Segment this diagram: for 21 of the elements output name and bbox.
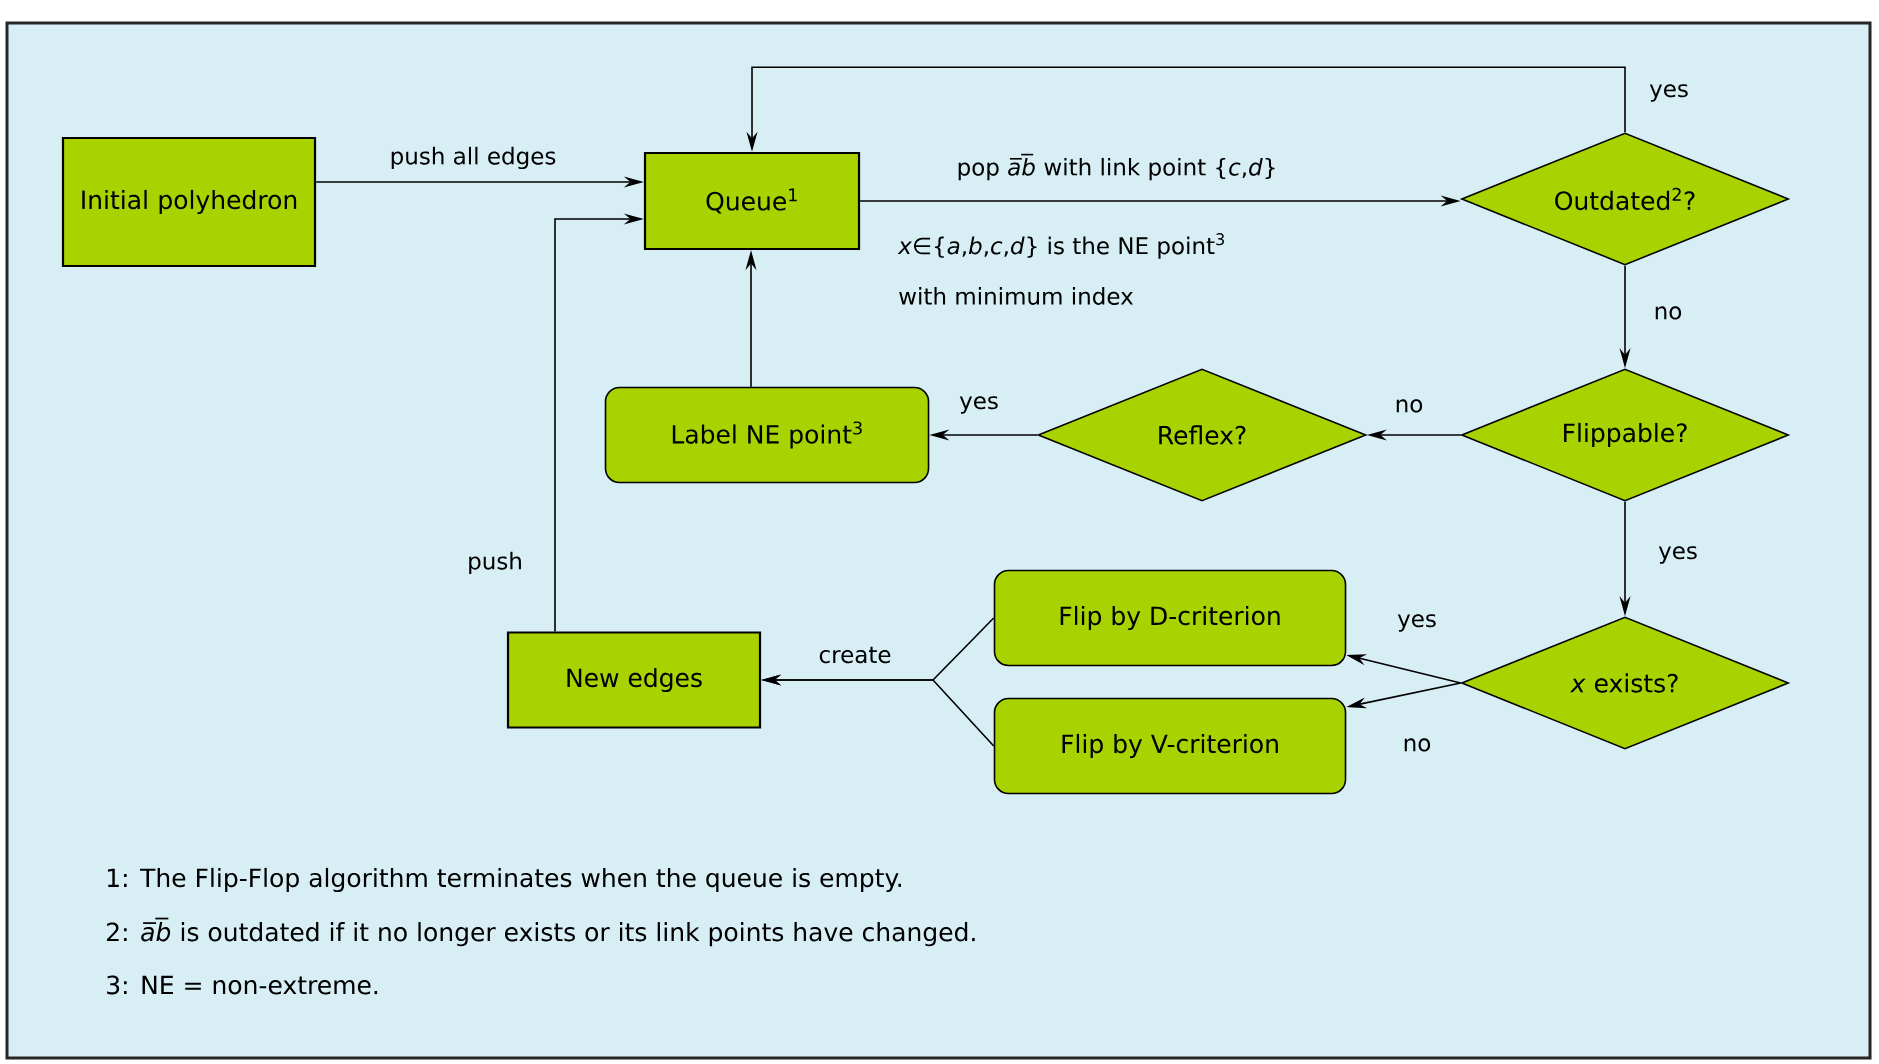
edge-label: yes <box>1656 544 1700 566</box>
rounded-process-box: Flip by V-criterion <box>993 697 1347 795</box>
rounded-process-box: Flip by D-criterion <box>993 569 1347 667</box>
edge-label: yes <box>957 394 1001 416</box>
edge-label: yes <box>1647 82 1691 104</box>
edge-label: push all edges <box>387 144 559 172</box>
annotation-text: x∈{a,b,c,d} is the NE point$^{3}$ <box>897 233 1224 259</box>
footnote: 2: a̅b̅ is outdated if it no longer exists or its link points have changed. <box>107 917 975 947</box>
footnote: 3: NE = non-extreme. <box>107 975 378 995</box>
edge-label: no <box>1400 736 1434 754</box>
process-box: Queue$^{1}$ <box>643 151 861 251</box>
rounded-process-box: Label NE point$^{3}$ <box>604 386 930 484</box>
edge-label: no <box>1392 397 1426 415</box>
process-box: Initial polyhedron <box>61 136 317 268</box>
process-box: New edges <box>506 631 762 729</box>
edge-label: no <box>1651 304 1685 322</box>
edge-label: push <box>465 549 525 577</box>
edge-label: pop a̅b̅ with link point {c,d} <box>954 151 1280 183</box>
annotation-text: with minimum index <box>899 287 1133 305</box>
edge-label: yes <box>1395 612 1439 634</box>
footnote: 1: The Flip-Flop algorithm terminates when the queue is empty. <box>107 867 901 893</box>
